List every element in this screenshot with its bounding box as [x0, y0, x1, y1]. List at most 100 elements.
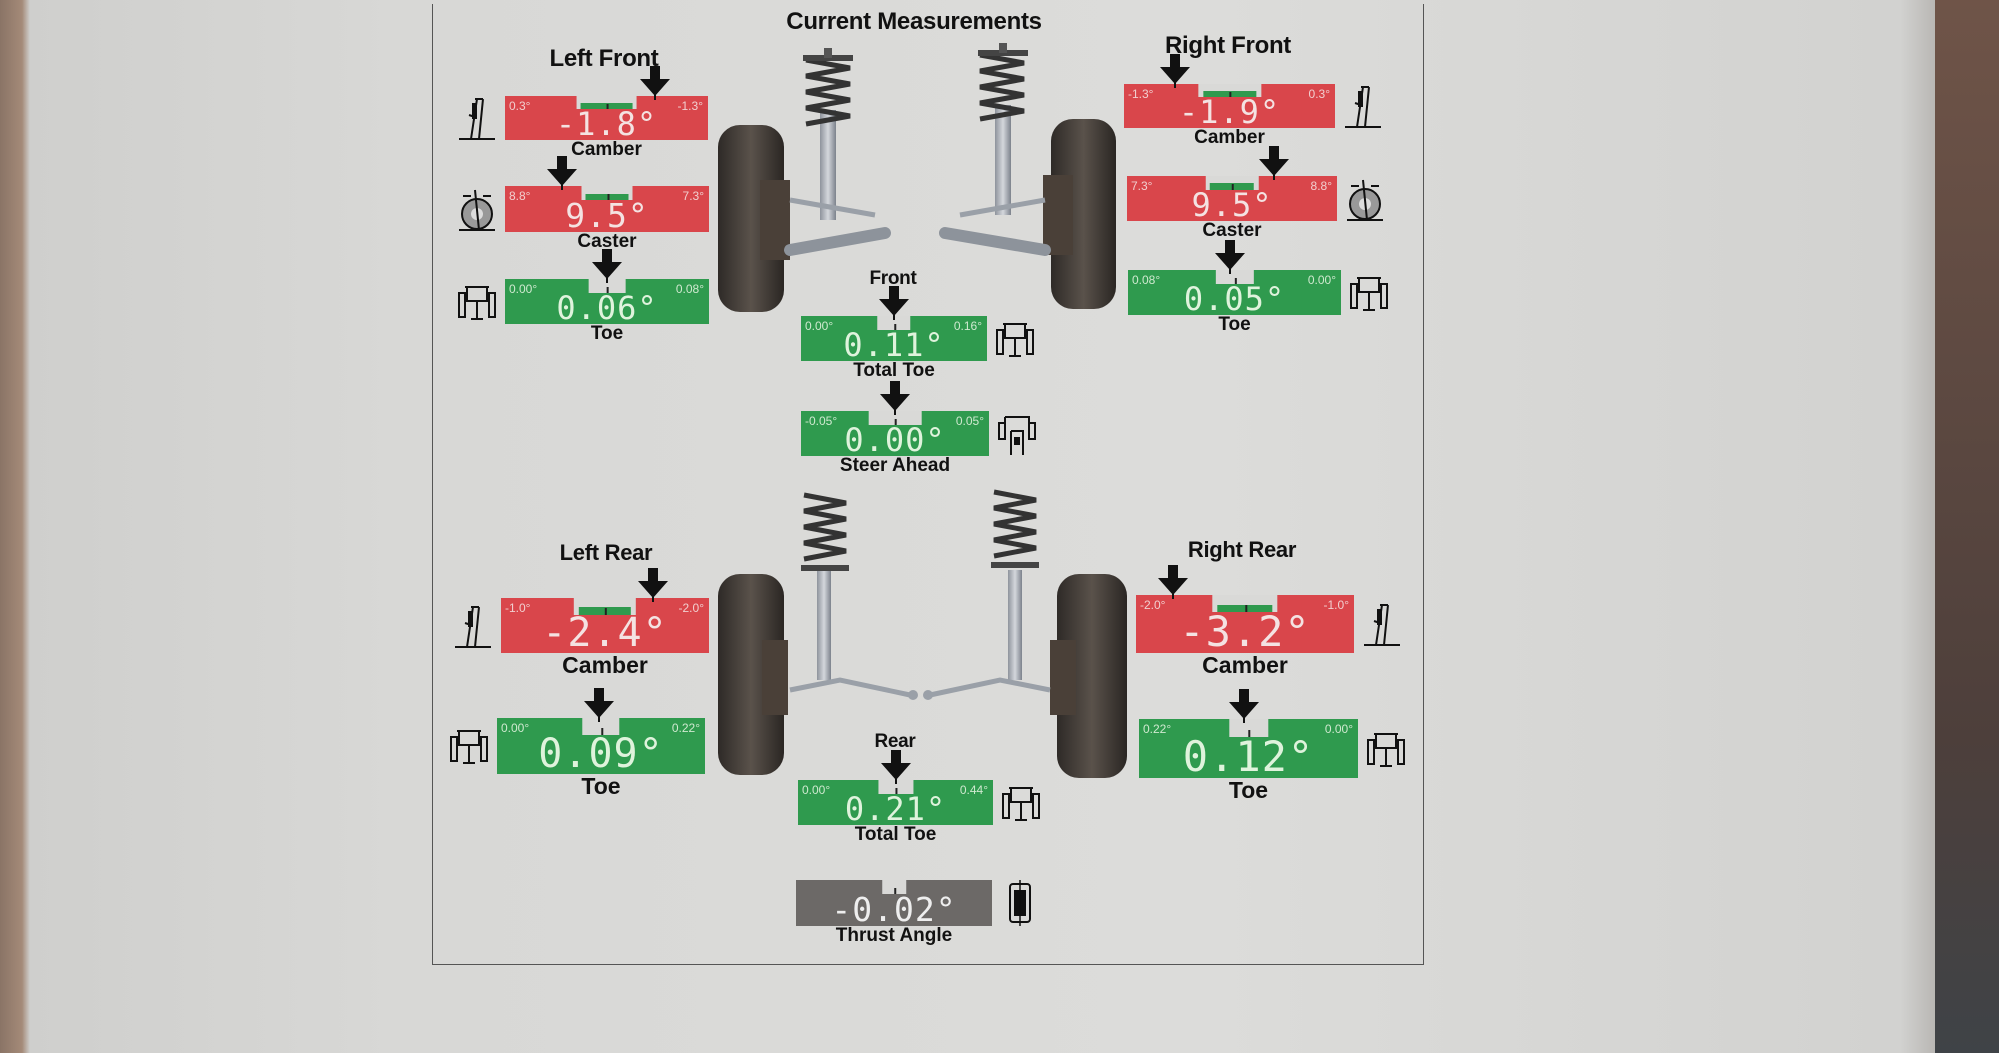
tolerance-notch — [581, 186, 633, 200]
tolerance-notch — [877, 316, 911, 330]
center-tick — [1248, 729, 1251, 737]
camber-icon — [453, 603, 493, 649]
center-tick — [604, 607, 607, 615]
report-title: Current Measurements — [786, 8, 1042, 35]
measurement-value: 9.5° — [565, 196, 649, 235]
toe-icon — [1366, 726, 1406, 772]
measurement-value: -3.2° — [1179, 607, 1311, 656]
gauge-bar: -0.02° — [796, 880, 992, 929]
indicator-arrow-icon — [547, 156, 578, 190]
toe-icon — [449, 723, 489, 769]
range-min: 8.8° — [509, 189, 531, 203]
center-tick — [607, 194, 609, 200]
center-tick — [1229, 91, 1232, 98]
section-left-front: Left Front — [549, 45, 659, 72]
camber-icon — [1343, 83, 1383, 129]
center-tick — [894, 324, 896, 330]
tolerance-notch — [582, 718, 620, 735]
gauge-bar: -0.05° 0.05° 0.00° — [801, 411, 989, 459]
range-min: -0.05° — [805, 414, 838, 428]
measurement-label: Total Toe — [853, 360, 935, 381]
tolerance-notch — [1212, 595, 1278, 613]
tolerance-notch — [882, 880, 906, 894]
toe-icon — [1001, 780, 1041, 826]
tolerance-notch — [1228, 719, 1269, 737]
gauge-rf-camber: -1.3° 0.3° -1.9°Camber — [1124, 54, 1381, 148]
gauge-bar: -2.0°-1.0°-3.2° — [1136, 595, 1354, 656]
range-max: -1.3° — [677, 99, 703, 113]
tolerance-notch — [1197, 84, 1262, 98]
toe-icon — [457, 279, 497, 325]
center-tick — [1234, 278, 1237, 284]
range-max: 0.44° — [959, 783, 988, 797]
tolerance-notch — [573, 598, 637, 615]
measurement-label: Camber — [571, 139, 642, 160]
measurement-value: 0.06° — [556, 289, 658, 327]
range-min: 0.3° — [509, 99, 531, 113]
gauge-bar: 0.00°0.16°0.11° — [801, 316, 987, 364]
center-tick — [893, 888, 896, 894]
gauge-rf-toe: 0.08° 0.00° 0.05°Toe — [1128, 240, 1388, 335]
range-max: 7.3° — [682, 189, 704, 203]
range-max: 0.00° — [1324, 722, 1353, 736]
gauge-lf-camber: 0.3°-1.3°-1.8°Camber — [459, 66, 708, 160]
gauge-steer-ahead: -0.05° 0.05° 0.00°Steer Ahead — [801, 381, 1036, 476]
measurement-value: 0.05° — [1183, 280, 1286, 318]
measurement-label: Camber — [1202, 652, 1288, 678]
measurement-label: Caster — [577, 231, 637, 252]
section-front: Front — [869, 268, 917, 289]
range-max: 0.3° — [1308, 87, 1330, 101]
gauge-bar: -1.3° 0.3° -1.9° — [1124, 84, 1335, 131]
measurement-label: Steer Ahead — [839, 455, 951, 476]
measurement-value: 0.21° — [844, 790, 947, 828]
indicator-arrow-icon — [1229, 689, 1260, 723]
indicator-arrow-icon — [583, 688, 614, 722]
background-edge — [1935, 0, 1999, 1053]
gauge-rr-toe: 0.22°0.00°0.12°Toe — [1139, 689, 1405, 803]
range-min: 0.00° — [805, 319, 834, 333]
indicator-arrow-icon — [640, 66, 671, 100]
center-tick — [895, 788, 898, 794]
measurement-value: 0.00° — [844, 421, 946, 459]
section-right-rear: Right Rear — [1187, 537, 1297, 562]
gauge-lf-toe: 0.00°0.08°0.06°Toe — [458, 249, 709, 344]
gauge-bar: 7.3°8.8°9.5° — [1127, 176, 1337, 224]
indicator-arrow-icon — [1159, 54, 1190, 88]
report-frame — [432, 4, 1424, 965]
range-min: -1.3° — [1128, 87, 1154, 101]
measurement-label: Toe — [1218, 314, 1251, 335]
gauge-lf-caster: 8.8° 7.3° 9.5°Caster — [459, 156, 709, 252]
range-max: 0.22° — [671, 721, 700, 735]
gauge-rr-camber: -2.0°-1.0°-3.2°Camber — [1136, 565, 1400, 678]
center-tick — [601, 728, 603, 735]
tolerance-notch — [868, 411, 922, 425]
gauge-bar: 0.00°0.08°0.06° — [505, 279, 709, 327]
indicator-arrow-icon — [1215, 240, 1246, 274]
range-min: 7.3° — [1131, 179, 1153, 193]
gauge-bar: -1.0°-2.0°-2.4° — [501, 598, 709, 656]
indicator-arrow-icon — [1259, 146, 1289, 180]
caster-icon — [457, 186, 497, 232]
measurement-label: Camber — [1194, 127, 1265, 148]
center-tick — [1232, 184, 1234, 190]
center-tick — [1244, 605, 1247, 613]
measurement-value: 0.09° — [538, 731, 664, 777]
toe-icon — [995, 316, 1035, 362]
range-max: 0.08° — [675, 282, 704, 296]
range-max: -2.0° — [678, 601, 704, 615]
range-max: 8.8° — [1310, 179, 1332, 193]
range-min: 0.08° — [1132, 273, 1161, 287]
tolerance-notch — [576, 96, 637, 110]
range-min: 0.22° — [1143, 722, 1172, 736]
section-left-rear: Left Rear — [559, 540, 653, 565]
range-max: 0.05° — [955, 414, 984, 428]
measurement-value: 0.11° — [843, 326, 945, 364]
section-rear: Rear — [874, 731, 916, 752]
gauge-bar: 8.8° 7.3° 9.5° — [505, 186, 709, 235]
gauge-bar: 0.22°0.00°0.12° — [1139, 719, 1358, 781]
measurement-label: Caster — [1202, 220, 1262, 241]
measurement-value: -1.9° — [1178, 93, 1281, 131]
camber-icon — [1362, 601, 1402, 647]
range-max: 0.00° — [1307, 273, 1336, 287]
measurement-label: Toe — [590, 323, 624, 344]
